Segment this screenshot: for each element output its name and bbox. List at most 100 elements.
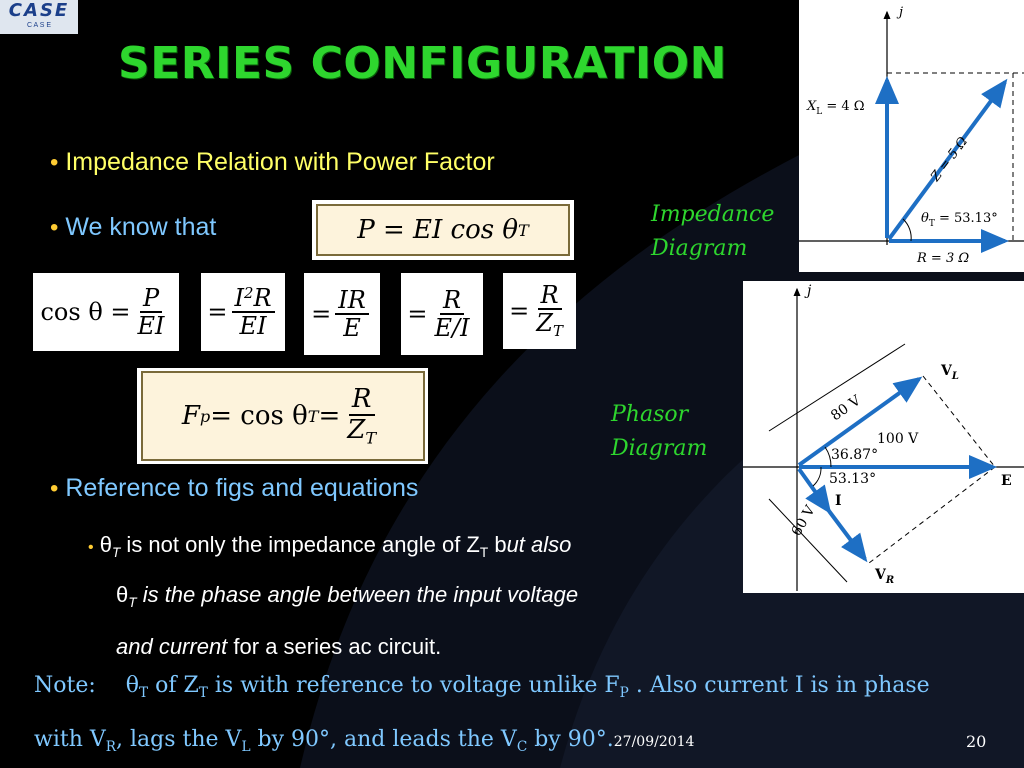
subscript-t: T [479,544,489,560]
vr-sub: R [885,575,894,586]
subscript-l: L [241,738,251,755]
subscript-p: P [619,684,629,701]
xl-label: XL = 4 Ω [806,99,865,117]
vr-v: V [874,567,887,583]
z-phasor [887,78,1008,241]
note-rest1: is with reference to voltage unlike F [207,673,620,698]
theta-arc [902,218,912,242]
phasor-diagram-bg [743,281,1024,593]
frac-den: EI [239,312,267,341]
bullet-text: We know that [65,213,217,241]
subscript-t: T [307,406,319,426]
xl-val: = 4 Ω [822,99,864,114]
line3-ital: and current [116,634,228,659]
fp-f: F [181,401,200,431]
frac-den-z: Z [347,414,366,445]
equals-sign: = [311,300,332,328]
equals-sign: = [207,298,228,326]
case-logo: CASE C A S E [0,0,78,34]
phasor-diagram: VL 80 V 100 V 36.87° 53.13° I E 60 V VR … [743,281,1024,593]
bullet-we-know: • We know that [50,213,216,242]
label-line1: Impedance [651,202,775,227]
note-label: Note: [34,673,96,698]
subscript-t: T [365,428,377,448]
sub-bullet-text: is not only the impedance angle of Z [120,532,480,557]
vl-label: VL [940,363,959,382]
frac-num: R [440,286,465,315]
dashed-vl-e [922,375,996,468]
subscript-r: R [105,738,117,755]
fp-eq: = [318,401,341,431]
theta-symbol: θ [125,673,140,698]
frac-num-i: I [234,283,245,312]
xl-x: X [806,99,817,114]
arc-53 [812,466,822,487]
line2-text: is the phase angle between the input vol… [136,582,579,607]
subscript-t: T [518,220,529,240]
theta-sym: θ [921,211,929,226]
vl-sub: L [951,371,959,382]
sub-bullet-text-ital: ut also [506,532,572,557]
subscript-t: T [198,684,208,701]
frac-num: P [139,284,163,313]
vr-phasor [827,509,868,563]
slide-title: SERIES CONFIGURATION [118,38,727,89]
subscript-c: C [516,738,528,755]
phasor-diagram-label: Phasor Diagram [611,398,707,466]
e-label: E [1001,473,1012,489]
theta-sub: T [929,219,935,229]
note-text: , lags the V [116,727,242,752]
impedance-diagram: j XL = 4 Ω Z = 5 Ω θT = 53.13° R = 3 Ω [799,0,1024,272]
note-rest2: . Also current I is in phase [628,673,930,698]
bullet-text: Reference to figs and equations [65,474,419,502]
frac-den: EI [137,312,165,340]
sub-bullet-line3: and current for a series ac circuit. [116,634,441,660]
theta-symbol: θ [99,532,112,557]
angle-53-label: 53.13° [829,471,876,487]
note-line1: Note:θT of ZT is with reference to volta… [34,673,930,701]
equals-sign: = [509,297,530,325]
bullet-impedance-relation: • Impedance Relation with Power Factor [50,148,495,177]
arc-36 [824,446,832,468]
dim-60 [768,498,848,583]
impedance-diagram-label: Impedance Diagram [651,198,774,266]
i-phasor [797,467,832,515]
note-text: with V [34,727,106,752]
label-line1: Phasor [611,402,689,427]
subscript-t: T [552,322,563,341]
note-text: by 90°, and leads the V [250,727,517,752]
frac-den-z: Z [536,309,553,338]
equals-sign: = [407,300,428,328]
note-line2: with VR, lags the VL by 90°, and leads t… [34,727,694,755]
bullet-text: Impedance Relation with Power Factor [65,148,495,176]
sub-bullet-dot: • [88,539,94,556]
subscript-t: T [139,684,149,701]
note-of: of Z [148,673,199,698]
page-number: 20 [966,732,987,751]
slide-date: 27/09/2014 [613,734,695,750]
frac-num: R [537,282,562,311]
frac-num: R [348,385,375,416]
power-equation-text: P = EI cos θ [357,215,519,245]
bullet-reference: • Reference to figs and equations [50,474,418,503]
angle-36-label: 36.87° [831,447,878,463]
note-text: by 90°. [527,727,614,752]
sub-bullet-line2: θT is the phase angle between the input … [116,582,578,610]
v100-label: 100 V [877,431,919,447]
theta-symbol: θ [116,582,129,607]
label-line2: Diagram [611,436,708,461]
bullet-dot: • [50,475,59,502]
logo-text: CASE [8,0,70,21]
fp-sub: p [199,406,211,426]
label-line2: Diagram [651,236,748,261]
frac-num: IR [335,286,369,315]
r-label: R = 3 Ω [916,251,969,266]
